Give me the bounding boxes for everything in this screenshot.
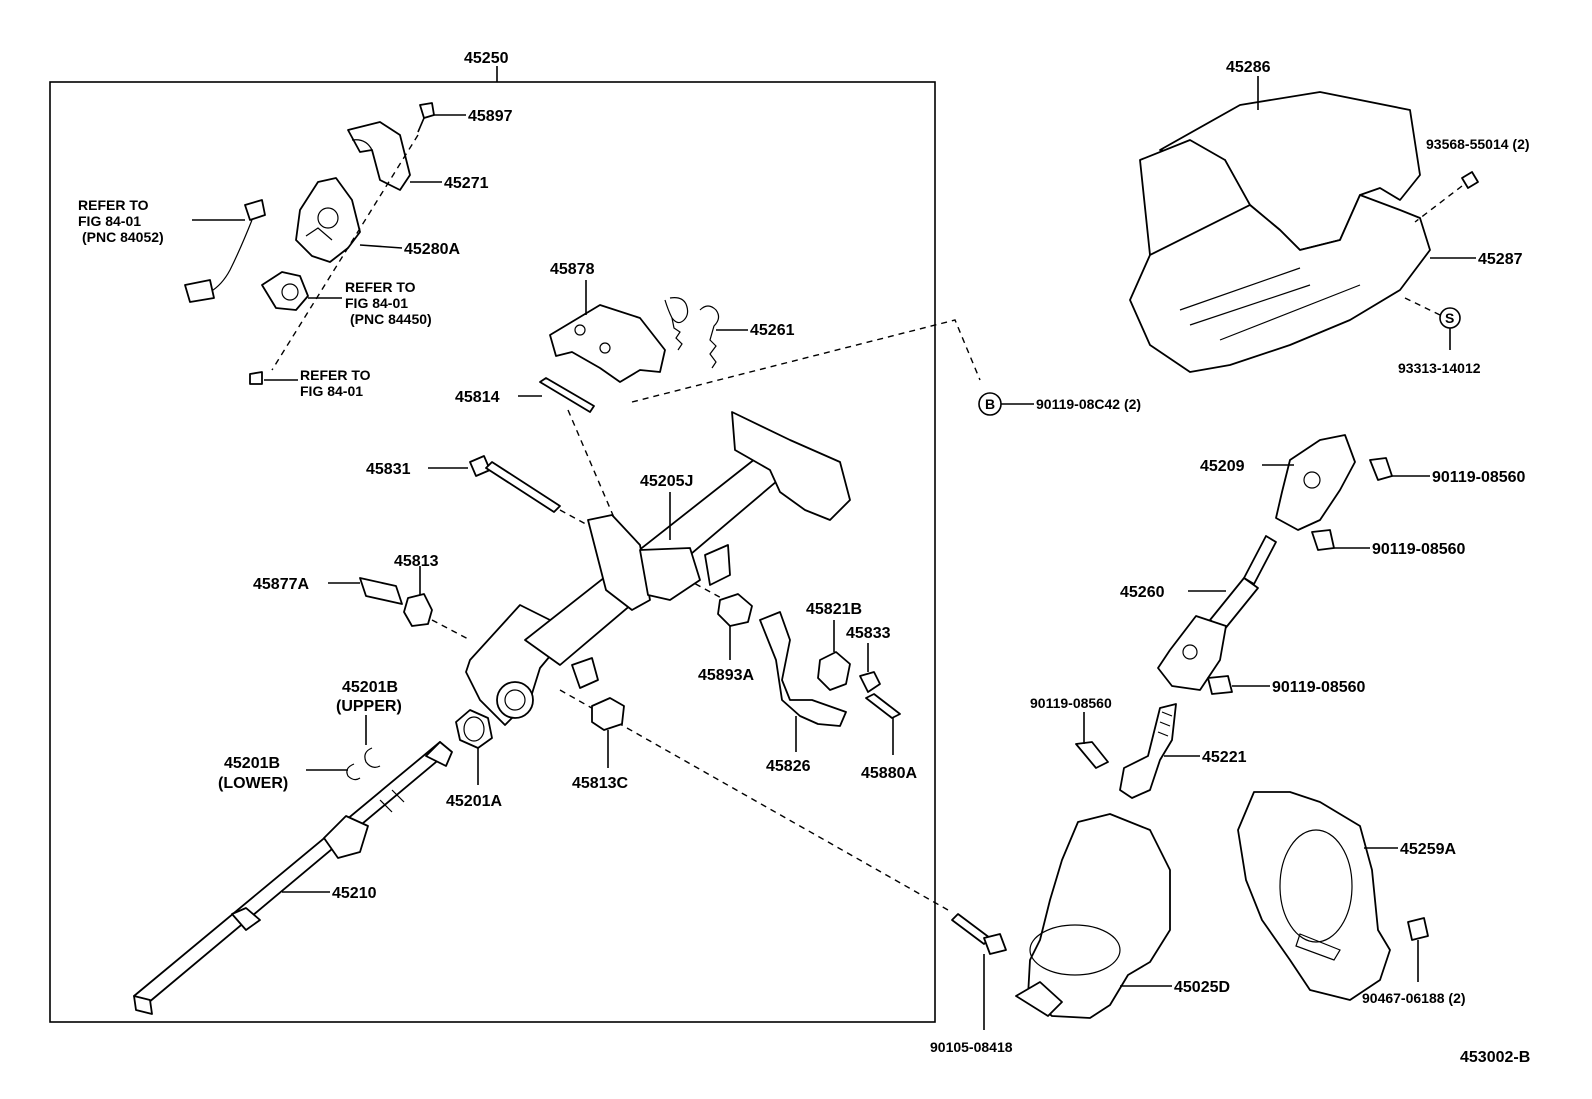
label-45813c: 45813C — [572, 775, 628, 792]
refer3-line2: FIG 84-01 — [300, 383, 363, 399]
label-45831: 45831 — [366, 461, 411, 478]
column-tube — [465, 411, 851, 726]
refer2-line3: (PNC 84450) — [350, 311, 432, 327]
label-45250: 45250 — [464, 50, 509, 67]
refer1-line3: (PNC 84052) — [82, 229, 164, 245]
intermediate-shaft — [1157, 535, 1277, 691]
lower-universal-joint — [1119, 703, 1177, 799]
label-45271: 45271 — [444, 175, 489, 192]
label-45259a: 45259A — [1400, 841, 1456, 858]
label-45287: 45287 — [1478, 251, 1523, 268]
label-45201a: 45201A — [446, 793, 502, 810]
label-45877a: 45877A — [253, 576, 309, 593]
refer1-line2: FIG 84-01 — [78, 213, 141, 229]
label-45201b-upper: 45201B — [342, 679, 398, 696]
refer3-line1: REFER TO — [300, 367, 371, 383]
label-45814: 45814 — [455, 389, 500, 406]
tension-springs — [664, 297, 720, 369]
circle-b: B — [985, 396, 995, 412]
refer2-line2: FIG 84-01 — [345, 295, 408, 311]
label-45893a: 45893A — [698, 667, 754, 684]
label-45821b: 45821B — [806, 601, 862, 618]
label-93313: 93313-14012 — [1398, 360, 1481, 376]
figure-id: 453002-B — [1460, 1049, 1530, 1066]
label-90119-c: 90119-08560 — [1272, 679, 1366, 696]
column-cover — [1129, 91, 1431, 373]
label-90467: 90467-06188 (2) — [1362, 990, 1466, 1006]
label-45286: 45286 — [1226, 59, 1271, 76]
label-45205j: 45205J — [640, 473, 693, 490]
label-45201b-lower: 45201B — [224, 755, 280, 772]
universal-joint-upper — [1275, 434, 1356, 531]
refer2-line1: REFER TO — [345, 279, 416, 295]
label-93568: 93568-55014 (2) — [1426, 136, 1530, 152]
label-45261: 45261 — [750, 322, 795, 339]
lever-lock — [817, 651, 851, 691]
label-45025d: 45025D — [1174, 979, 1230, 996]
main-shaft — [133, 741, 453, 1015]
label-45210: 45210 — [332, 885, 377, 902]
label-45897: 45897 — [468, 108, 513, 125]
column-boot — [1015, 813, 1171, 1019]
label-45878: 45878 — [550, 261, 595, 278]
label-upper: (UPPER) — [336, 698, 402, 715]
label-45833: 45833 — [846, 625, 891, 642]
circle-s: S — [1445, 310, 1454, 326]
label-45280a: 45280A — [404, 241, 460, 258]
tilt-lever — [759, 611, 847, 727]
label-90119-a: 90119-08560 — [1432, 469, 1526, 486]
label-lower: (LOWER) — [218, 775, 288, 792]
label-45221: 45221 — [1202, 749, 1247, 766]
label-45826: 45826 — [766, 758, 811, 775]
label-45813: 45813 — [394, 553, 439, 570]
label-90119-08c42: 90119-08C42 (2) — [1036, 396, 1141, 412]
nut-45893a — [717, 593, 753, 627]
hole-cover — [1237, 791, 1391, 1001]
label-45880a: 45880A — [861, 765, 917, 782]
assembly-frame — [49, 81, 936, 1023]
tilt-bracket — [549, 304, 666, 383]
label-90119-b: 90119-08560 — [1372, 541, 1466, 558]
label-90105: 90105-08418 — [930, 1039, 1013, 1055]
label-90119-d: 90119-08560 — [1030, 695, 1112, 711]
refer1-line1: REFER TO — [78, 197, 149, 213]
label-45260: 45260 — [1120, 584, 1165, 601]
key-cylinder-housing — [184, 102, 435, 385]
label-45209: 45209 — [1200, 458, 1245, 475]
